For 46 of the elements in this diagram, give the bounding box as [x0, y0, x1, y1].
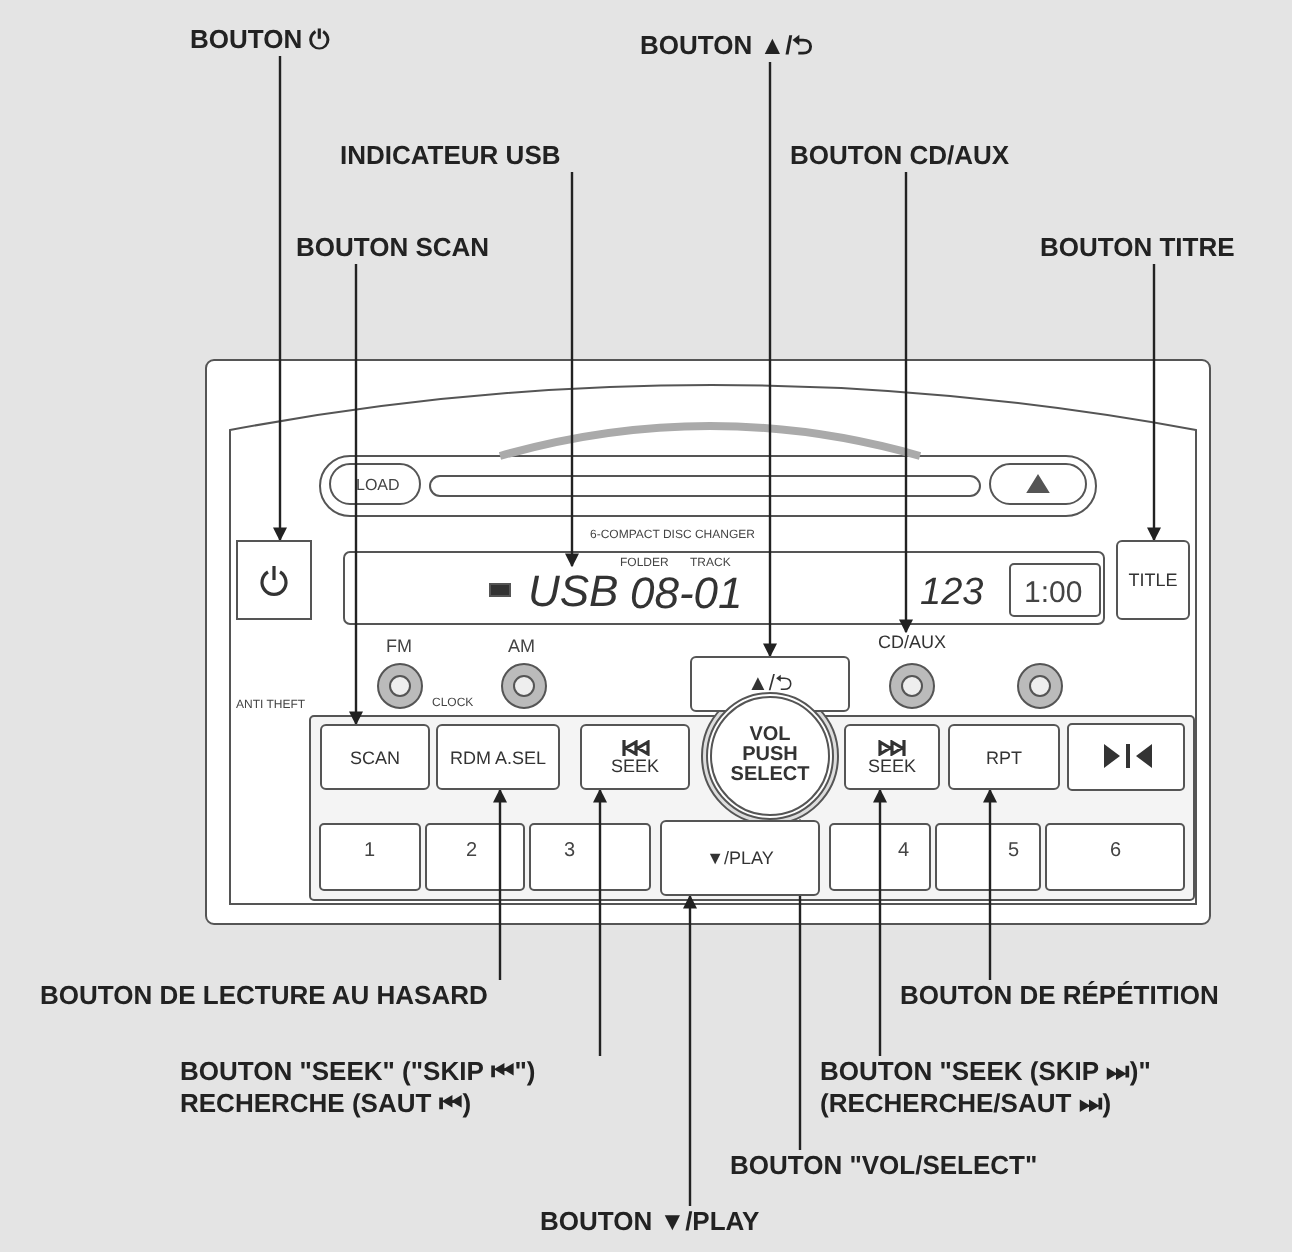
- callout-label: BOUTON ▲/⮌: [640, 30, 813, 62]
- seek-button: SEEK: [844, 724, 940, 790]
- callout-label: BOUTON "SEEK (SKIP ⏭)" (RECHERCHE/SAUT ⏭): [820, 1056, 1240, 1120]
- random-button: RDM A.SEL: [436, 724, 560, 790]
- knob-label: CD/AUX: [877, 632, 946, 652]
- leader-line: [565, 172, 579, 568]
- callout-label: BOUTON ▼/PLAY: [540, 1206, 760, 1238]
- leader-line: [899, 172, 913, 634]
- leader-line: [983, 788, 997, 980]
- power-button: [236, 540, 312, 620]
- scan-button: SCAN: [320, 724, 430, 790]
- callout-label: BOUTON DE RÉPÉTITION: [900, 980, 1219, 1012]
- leader-line: [1147, 264, 1161, 542]
- knob-label: AM: [508, 636, 535, 656]
- callout-label: INDICATEUR USB: [340, 140, 561, 172]
- preset-number: 2: [466, 840, 478, 862]
- callout-label: BOUTON DE LECTURE AU HASARD: [40, 980, 488, 1012]
- callout-label: BOUTON SCAN: [296, 232, 490, 264]
- title-button: TITLE: [1116, 540, 1190, 620]
- eject-button: ▲/⮌: [690, 656, 850, 712]
- clock-display: 1:00: [1024, 576, 1083, 610]
- preset-number: 1: [364, 840, 376, 862]
- button-label: LOAD: [356, 476, 400, 494]
- callout-label: BOUTON "SEEK" ("SKIP ⏮") RECHERCHE (SAUT ⏮): [180, 1056, 610, 1120]
- seek-button: SEEK: [580, 724, 690, 790]
- repeat-button: RPT: [948, 724, 1060, 790]
- preset-number: 6: [1110, 840, 1122, 862]
- display-digits: 123: [920, 572, 984, 616]
- preset-number: 4: [898, 840, 910, 862]
- leader-line: [349, 264, 363, 726]
- callout-label: BOUTON CD/AUX: [790, 140, 1010, 172]
- leader-line: [493, 788, 507, 980]
- display-digits: 08-01: [630, 568, 743, 620]
- leader-line: [683, 894, 697, 1206]
- leader-line: [873, 788, 887, 1056]
- knob-label: FM: [386, 636, 412, 656]
- leader-line: [273, 56, 287, 542]
- leader-line: [763, 62, 777, 658]
- leader-line: [593, 788, 607, 1056]
- callout-label: BOUTON "VOL/SELECT": [730, 1150, 1038, 1182]
- usb-indicator: USB: [528, 566, 616, 618]
- preset-number: 3: [564, 840, 576, 862]
- play-button: ▼/PLAY: [660, 820, 820, 896]
- callout-label: BOUTON ⏻: [190, 24, 330, 56]
- callout-label: BOUTON TITRE: [1040, 232, 1235, 264]
- preset-number: 5: [1008, 840, 1020, 862]
